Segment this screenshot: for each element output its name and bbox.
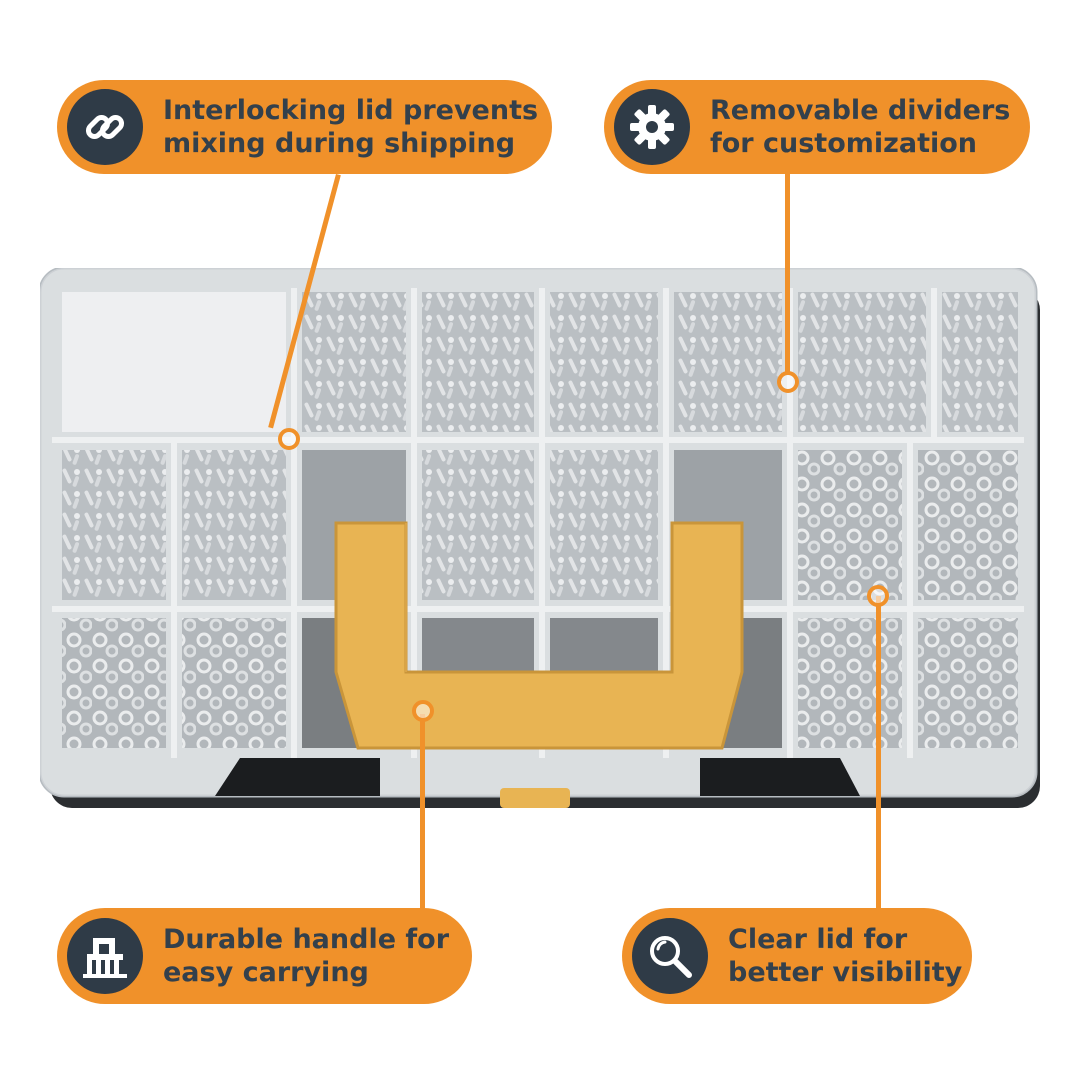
callout-durable-handle: Durable handle for easy carrying xyxy=(57,908,472,1004)
callout-removable-dividers: Removable dividers for customization xyxy=(604,80,1030,174)
callout-dot-dividers xyxy=(777,371,799,393)
leader-line-visibility xyxy=(876,596,881,908)
callout-text: Clear lid for better visibility xyxy=(728,924,963,988)
link-icon xyxy=(67,89,143,165)
handle-icon xyxy=(67,918,143,994)
callout-clear-lid: Clear lid for better visibility xyxy=(622,908,972,1004)
callout-text: Interlocking lid prevents mixing during … xyxy=(163,95,539,159)
gear-icon xyxy=(614,89,690,165)
callout-text: Durable handle for easy carrying xyxy=(163,924,450,988)
callout-text: Removable dividers for customization xyxy=(710,95,1011,159)
magnifier-icon xyxy=(632,918,708,994)
leader-line-handle xyxy=(420,714,425,908)
callout-interlocking-lid: Interlocking lid prevents mixing during … xyxy=(57,80,552,174)
callout-dot-visibility xyxy=(867,585,889,607)
callout-dot-lid xyxy=(278,428,300,450)
callout-dot-handle xyxy=(412,700,434,722)
leader-line-dividers xyxy=(785,174,790,374)
organizer-box-image xyxy=(40,268,1040,808)
